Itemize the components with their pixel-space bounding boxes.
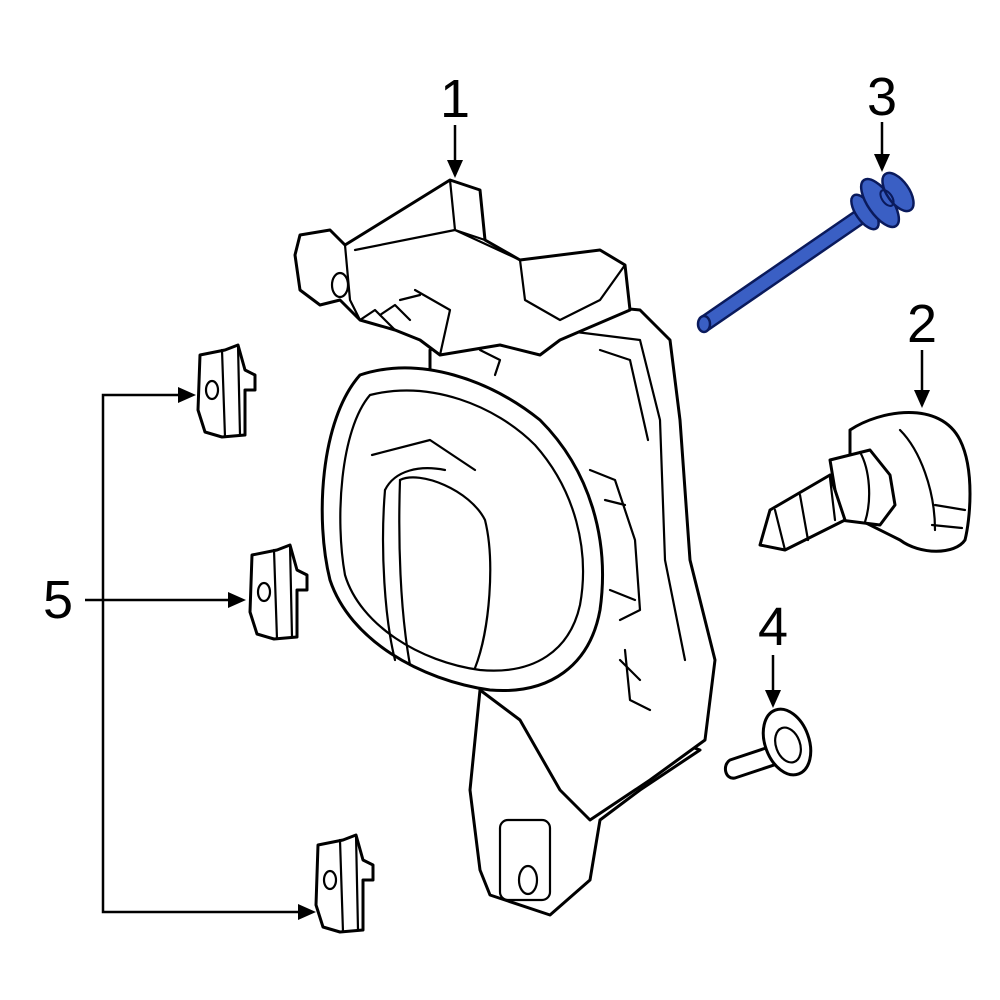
- fog-lamp-bulb[interactable]: [758, 411, 972, 553]
- callout-4: 4: [758, 597, 788, 657]
- callout-3: 3: [867, 67, 897, 127]
- adjusting-screw[interactable]: [696, 168, 920, 334]
- nut-clip-top[interactable]: [196, 343, 257, 439]
- nut-clip-middle[interactable]: [248, 543, 309, 641]
- fog-lamp-assembly[interactable]: [293, 178, 717, 917]
- nut-clip-bottom[interactable]: [314, 833, 375, 934]
- leader-2: [914, 350, 930, 408]
- callout-1: 1: [440, 69, 470, 129]
- leader-5: [85, 387, 316, 920]
- callout-5: 5: [43, 570, 73, 630]
- push-pin-clip[interactable]: [723, 703, 819, 782]
- callout-2: 2: [907, 294, 937, 354]
- leader-4: [765, 655, 781, 708]
- leader-3: [874, 122, 890, 172]
- leader-1: [447, 125, 463, 178]
